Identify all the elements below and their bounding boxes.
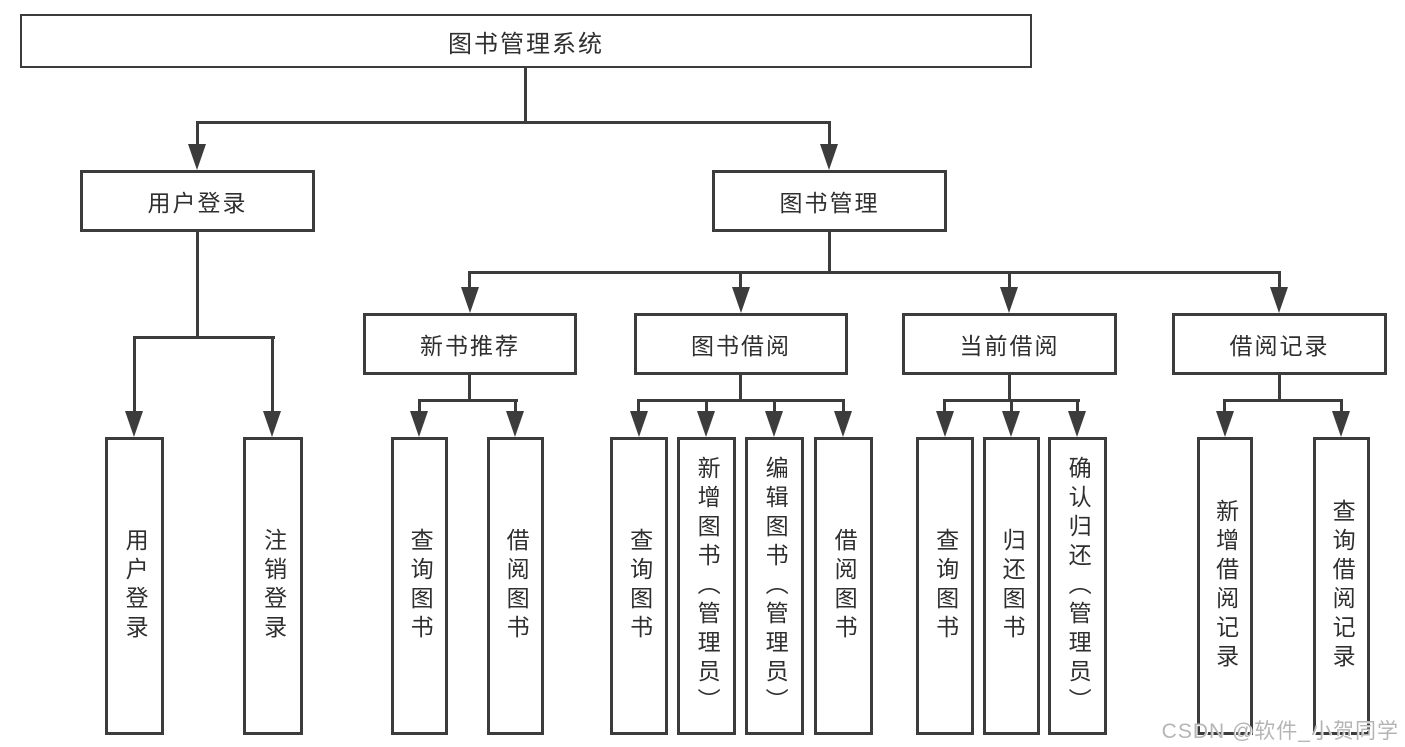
leaf-query-borrow-record-label: 查询借阅记录 xyxy=(1329,499,1356,673)
connector-stem-current-leaf1 xyxy=(943,399,946,414)
node-book-management-label: 图书管理 xyxy=(779,190,880,216)
connector-stem-recommend-leaf2 xyxy=(514,399,517,414)
arrowhead-recommend-leaf2 xyxy=(506,411,524,437)
arrowhead-borrowing-leaf4 xyxy=(834,411,852,437)
node-new-book-recommend: 新书推荐 xyxy=(363,313,577,375)
node-borrowing-records: 借阅记录 xyxy=(1172,313,1387,375)
node-user-login: 用户登录 xyxy=(80,170,315,232)
connector-records-distributor xyxy=(1223,399,1343,402)
leaf-user-login-label: 用户登录 xyxy=(122,528,149,644)
connector-root-distributor xyxy=(196,121,831,124)
leaf-query-books-recommend-label: 查询图书 xyxy=(407,528,434,644)
leaf-add-borrow-record-label: 新增借阅记录 xyxy=(1212,499,1239,673)
connector-stem-new-book-recommend xyxy=(468,271,471,291)
connector-stem-borrowing-leaf2 xyxy=(705,399,708,414)
leaf-edit-books-admin: 编辑图书（管理员） xyxy=(745,437,804,735)
leaf-borrow-books-recommend-label: 借阅图书 xyxy=(503,528,530,644)
node-library-system-label: 图书管理系统 xyxy=(448,30,604,58)
leaf-confirm-return-admin: 确认归还（管理员） xyxy=(1048,437,1107,735)
connector-borrowing-distributor xyxy=(637,399,845,402)
watermark: CSDN @软件_小贺同学 xyxy=(1161,720,1399,743)
connector-stem-current-leaf2 xyxy=(1010,399,1013,414)
connector-recommend-stem xyxy=(468,375,471,402)
leaf-query-books-current-label: 查询图书 xyxy=(932,528,959,644)
connector-current-stem xyxy=(1008,375,1011,402)
connector-bookmgmt-distributor xyxy=(468,271,1281,274)
leaf-logout-label: 注销登录 xyxy=(260,528,287,644)
leaf-borrow-books-label: 借阅图书 xyxy=(831,528,858,644)
arrowhead-leaf-user-login xyxy=(125,411,143,437)
node-library-system: 图书管理系统 xyxy=(20,14,1032,68)
connector-records-stem xyxy=(1278,375,1281,402)
leaf-logout: 注销登录 xyxy=(243,437,303,735)
connector-stem-borrowing-records xyxy=(1278,271,1281,291)
connector-borrowing-stem xyxy=(739,375,742,402)
leaf-borrow-books-recommend: 借阅图书 xyxy=(487,437,544,735)
leaf-edit-books-admin-label: 编辑图书（管理员） xyxy=(762,455,789,717)
node-current-borrowing-label: 当前借阅 xyxy=(959,333,1060,359)
leaf-query-borrow-record: 查询借阅记录 xyxy=(1313,437,1370,735)
arrowhead-current-leaf2 xyxy=(1002,411,1020,437)
arrowhead-records-leaf2 xyxy=(1332,411,1350,437)
arrowhead-borrowing-records xyxy=(1270,287,1288,313)
connector-stem-current-borrowing xyxy=(1008,271,1011,291)
node-borrowing-records-label: 借阅记录 xyxy=(1229,333,1330,359)
connector-stem-leaf-logout xyxy=(271,336,274,416)
connector-root-stem xyxy=(524,68,527,124)
connector-stem-book-borrowing xyxy=(739,271,742,291)
connector-stem-user-login xyxy=(196,121,199,149)
node-new-book-recommend-label: 新书推荐 xyxy=(420,333,520,359)
arrowhead-borrowing-leaf3 xyxy=(765,411,783,437)
arrowhead-current-leaf1 xyxy=(936,411,954,437)
connector-stem-borrowing-leaf4 xyxy=(842,399,845,414)
connector-stem-recommend-leaf1 xyxy=(418,399,421,414)
leaf-query-books-borrowing: 查询图书 xyxy=(610,437,668,735)
connector-recommend-distributor xyxy=(418,399,518,402)
arrowhead-new-book-recommend xyxy=(461,287,479,313)
arrowhead-current-leaf3 xyxy=(1068,411,1086,437)
leaf-add-borrow-record: 新增借阅记录 xyxy=(1197,437,1253,735)
leaf-add-books-admin: 新增图书（管理员） xyxy=(677,437,736,735)
node-book-management: 图书管理 xyxy=(712,170,947,232)
leaf-user-login: 用户登录 xyxy=(105,437,164,735)
leaf-query-books-current: 查询图书 xyxy=(916,437,974,735)
arrowhead-borrowing-leaf2 xyxy=(697,411,715,437)
arrowhead-user-login xyxy=(188,144,206,170)
connector-stem-records-leaf2 xyxy=(1340,399,1343,414)
connector-stem-borrowing-leaf3 xyxy=(773,399,776,414)
node-current-borrowing: 当前借阅 xyxy=(902,313,1117,375)
leaf-borrow-books: 借阅图书 xyxy=(814,437,873,735)
connector-stem-borrowing-leaf1 xyxy=(637,399,640,414)
node-book-borrowing: 图书借阅 xyxy=(634,313,848,375)
connector-userlogin-distributor xyxy=(133,336,275,339)
arrowhead-current-borrowing xyxy=(1000,287,1018,313)
arrowhead-records-leaf1 xyxy=(1216,411,1234,437)
arrowhead-book-management xyxy=(820,144,838,170)
connector-stem-records-leaf1 xyxy=(1223,399,1226,414)
connector-stem-current-leaf3 xyxy=(1076,399,1079,414)
connector-userlogin-stem xyxy=(196,232,199,338)
arrowhead-recommend-leaf1 xyxy=(410,411,428,437)
arrowhead-leaf-logout xyxy=(263,411,281,437)
node-book-borrowing-label: 图书借阅 xyxy=(691,333,791,359)
leaf-return-books: 归还图书 xyxy=(983,437,1040,735)
connector-stem-leaf-user-login xyxy=(133,336,136,416)
node-user-login-label: 用户登录 xyxy=(147,190,248,216)
leaf-query-books-borrowing-label: 查询图书 xyxy=(626,528,653,644)
leaf-return-books-label: 归还图书 xyxy=(999,528,1026,644)
arrowhead-borrowing-leaf1 xyxy=(630,411,648,437)
leaf-confirm-return-admin-label: 确认归还（管理员） xyxy=(1065,455,1092,717)
leaf-add-books-admin-label: 新增图书（管理员） xyxy=(694,455,721,717)
leaf-query-books-recommend: 查询图书 xyxy=(391,437,448,735)
connector-bookmgmt-stem xyxy=(828,232,831,274)
connector-stem-book-management xyxy=(828,121,831,149)
arrowhead-book-borrowing xyxy=(732,287,750,313)
